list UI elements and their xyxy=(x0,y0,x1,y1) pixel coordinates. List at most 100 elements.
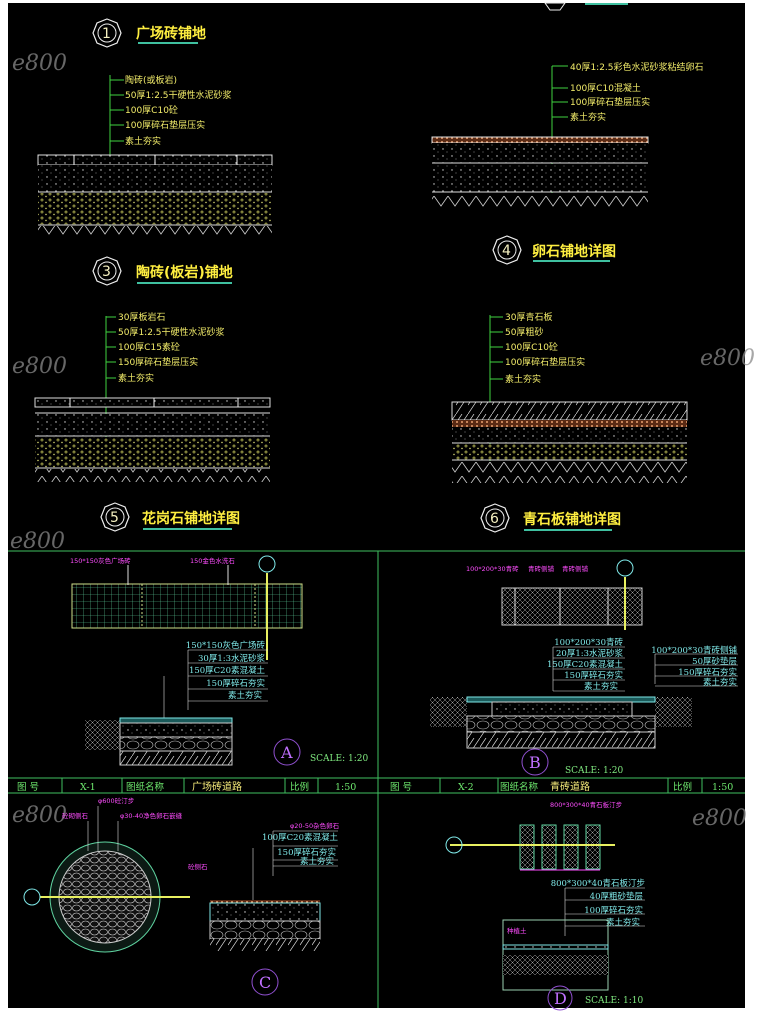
annotation-label: 100*200*30青砖 xyxy=(554,637,623,648)
annotation-label: 150厚碎石夯实 xyxy=(564,670,623,681)
annotation-label: 5 xyxy=(110,510,119,526)
annotation-label: 图 号 xyxy=(390,782,412,793)
annotation-label: X-1 xyxy=(80,782,96,793)
annotation-label: 4 xyxy=(502,243,511,259)
annotation-label: 100厚碎石夯实 xyxy=(584,905,643,916)
detail-number: 1 xyxy=(102,26,111,42)
annotation-label: 图 号 xyxy=(17,782,39,793)
detail-pebble-section: 40厚1:2.5彩色水泥砂浆粘结卵石 100厚C10混凝土 100厚碎石垫层压实… xyxy=(431,2,704,208)
annotation-label: 50厚1:2.5干硬性水泥砂浆 xyxy=(118,326,225,338)
panel-c-round-stepping-stone: φ600砼汀步 砼砌侧石 φ30-40净色卵石嵌缝 φ20-50杂色卵石 100… xyxy=(23,796,340,996)
annotation-label: 100厚碎石垫层压实 xyxy=(125,119,205,131)
detail-3-slate: 3 陶砖(板岩)铺地 30厚板岩石 50厚1:2.5干硬性水泥砂浆 100厚C1… xyxy=(34,256,271,482)
panel-b-blue-brick-road: 100*200*30青砖 青砖侧铺 青砖侧铺 100*200*30青砖 20厚1… xyxy=(430,559,738,776)
detail-bluestone-section: 30厚青石板 50厚粗砂 100厚C10砼 100厚碎石垫层压实 素土夯实 xyxy=(451,311,688,483)
scale-label: SCALE: 1:20 xyxy=(310,754,368,764)
annotation-label: 素土夯实 xyxy=(118,372,154,384)
annotation-label: 图纸名称 xyxy=(126,781,165,793)
annotation-label: φ600砼汀步 xyxy=(98,796,135,805)
badge-ring xyxy=(97,23,117,43)
annotation-label: 150*150灰色广场砖 xyxy=(186,640,266,651)
annotation-label: 广场砖道路 xyxy=(192,780,242,793)
annotation-label: 30厚青石板 xyxy=(505,311,552,323)
annotation-label: 比例 xyxy=(673,781,692,793)
section-marker: A xyxy=(280,743,293,762)
annotation-label: 1:50 xyxy=(712,782,733,793)
annotation-label: 花岗石铺地详图 xyxy=(142,510,240,527)
annotation-label: 150厚碎石夯实 xyxy=(678,667,737,678)
annotation-label: 陶砖(板岩)铺地 xyxy=(136,264,233,281)
annotation-label: 40厚1:2.5彩色水泥砂浆粘结卵石 xyxy=(570,61,704,73)
annotation-label: 100*200*30青砖侧铺 xyxy=(651,645,737,656)
annotation-label: 800*300*40青石板汀步 xyxy=(551,878,645,889)
annotation-label: 100厚C15素砼 xyxy=(118,341,180,353)
annotation-label: 种植土 xyxy=(507,926,527,935)
annotation-label: 150厚碎石垫层压实 xyxy=(118,356,198,368)
annotation-label: 800*300*40青石板汀步 xyxy=(550,800,623,809)
annotation-label: 100厚C20素混凝土 xyxy=(262,832,339,843)
annotation-label: 100厚碎石垫层压实 xyxy=(505,356,585,368)
annotation-label: 100厚C10砼 xyxy=(125,104,178,116)
detail-number-badge xyxy=(92,18,122,48)
scale-label: SCALE: 1:10 xyxy=(585,996,643,1006)
annotation-label: 150厚C20素混凝土 xyxy=(547,659,624,670)
annotation-label: 素土夯实 xyxy=(606,917,640,928)
annotation-label: 50厚粗砂 xyxy=(505,326,543,338)
annotation-label: 素土夯实 xyxy=(300,856,334,867)
annotation-label: 100厚C10混凝土 xyxy=(570,82,641,94)
annotation-label: 素土夯实 xyxy=(505,373,541,385)
annotation-label: 素土夯实 xyxy=(125,135,161,147)
annotation-label: 砼砌侧石 xyxy=(62,811,89,820)
annotation-label: 素土夯实 xyxy=(228,690,262,701)
annotation-label: e800 xyxy=(700,346,755,371)
annotation-label: 卵石铺地详图 xyxy=(532,243,616,260)
section-marker: B xyxy=(529,753,541,772)
annotation-label: 100*200*30青砖 xyxy=(466,564,519,573)
leader-labels: 陶砖(或板岩) 50厚1:2.5干硬性水泥砂浆 100厚C10砼 100厚碎石垫… xyxy=(110,74,232,147)
annotation-label: 素土夯实 xyxy=(703,677,737,688)
title-bar: 图 号 X-1 图纸名称 广场砖道路 比例 1:50 图 号 X-2 图纸名称 … xyxy=(17,780,733,793)
annotation-label: e800 xyxy=(12,51,67,76)
annotation-label: X-2 xyxy=(458,782,474,793)
annotation-label: 100厚碎石垫层压实 xyxy=(570,96,650,108)
panel-d-bluestone-stepping: 800*300*40青石板汀步 800*300*40青石板汀步 40厚粗砂垫层 … xyxy=(445,800,645,1011)
annotation-label: 100厚C10砼 xyxy=(505,341,558,353)
section-marker: C xyxy=(259,973,271,992)
detail-5-title: 5 花岗石铺地详图 xyxy=(100,502,240,532)
panel-a-square-brick-road: 150*150灰色广场砖 150金色水洗石 150*150灰色广场砖 30厚1:… xyxy=(70,555,368,766)
annotation-label: 青砖侧铺 xyxy=(562,564,589,573)
watermarks: e800 e800 e800 e800 e800 e800 xyxy=(10,51,755,831)
annotation-label: 青砖道路 xyxy=(550,780,590,793)
annotation-label: 比例 xyxy=(290,781,309,793)
detail-4-title: 4 卵石铺地详图 xyxy=(492,235,616,265)
detail-1-square-brick: 1 广场砖铺地 陶砖(或板岩) 50厚1:2.5干硬性水泥砂浆 100厚C10砼… xyxy=(37,18,273,238)
annotation-label: 150*150灰色广场砖 xyxy=(70,556,131,565)
annotation-label: 1:50 xyxy=(335,782,356,793)
annotation-label: 50厚1:2.5干硬性水泥砂浆 xyxy=(125,89,232,101)
annotation-label: e800 xyxy=(10,529,65,554)
annotation-label: 150金色水洗石 xyxy=(190,556,235,565)
annotation-label: 150厚碎石夯实 xyxy=(206,678,265,689)
annotation-label: φ20-50杂色卵石 xyxy=(290,821,340,830)
annotation-label: 青砖侧铺 xyxy=(528,564,555,573)
annotation-label: 图纸名称 xyxy=(500,781,539,793)
annotation-label: 素土夯实 xyxy=(584,681,618,692)
annotation-label: e800 xyxy=(12,803,67,828)
scale-label: SCALE: 1:20 xyxy=(565,766,623,776)
annotation-label: 6 xyxy=(490,511,499,527)
annotation-label: 30厚1:3水泥砂浆 xyxy=(198,653,265,664)
detail-title: 广场砖铺地 xyxy=(136,25,206,42)
annotation-label: 砼侧石 xyxy=(188,862,208,871)
annotation-label: 3 xyxy=(102,264,111,280)
annotation-label: 150厚碎石夯实 xyxy=(277,847,336,858)
annotation-label: 40厚粗砂垫层 xyxy=(590,891,643,902)
annotation-label: 陶砖(或板岩) xyxy=(125,74,177,86)
annotation-label: 50厚砂垫层 xyxy=(692,656,737,667)
lower-frame xyxy=(8,550,745,1008)
annotation-label: 30厚板岩石 xyxy=(118,311,165,323)
annotation-label: e800 xyxy=(12,354,67,379)
annotation-label: 素土夯实 xyxy=(570,111,606,123)
annotation-label: 青石板铺地详图 xyxy=(523,511,621,528)
annotation-label: φ30-40净色卵石嵌缝 xyxy=(120,811,183,820)
